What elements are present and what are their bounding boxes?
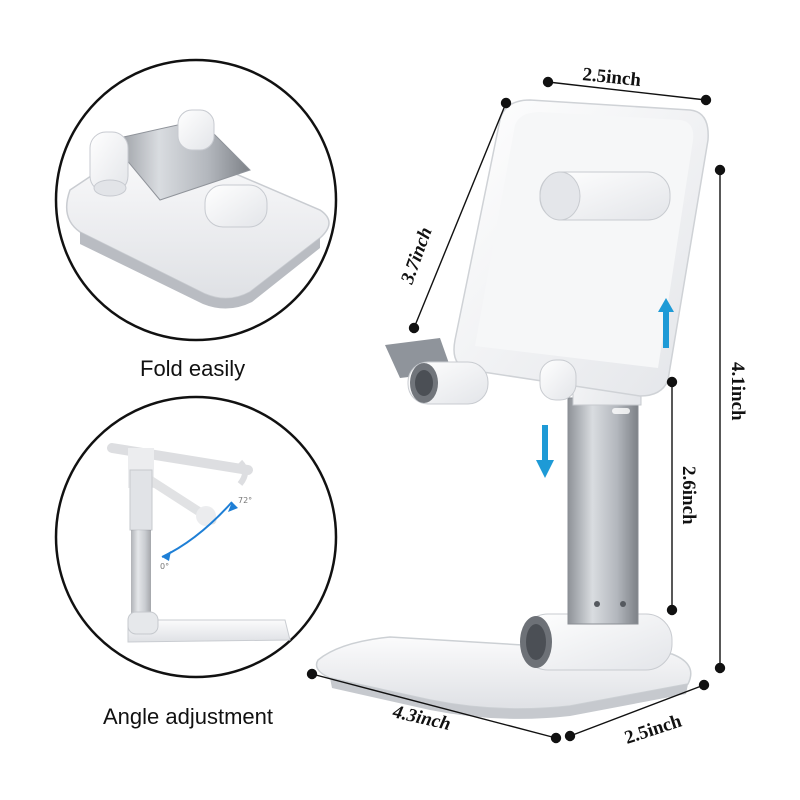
angle-inset: 72° 0°: [54, 395, 338, 679]
angle-max-label: 72°: [238, 496, 252, 505]
stem-height-label: 2.6inch: [678, 466, 699, 525]
dimension-lines: [306, 76, 726, 744]
fold-inset: [54, 58, 338, 342]
base-width-label: 2.5inch: [622, 711, 685, 749]
total-height-label: 4.1inch: [727, 362, 748, 421]
fold-caption: Fold easily: [140, 356, 246, 381]
angle-min-label: 0°: [160, 562, 169, 571]
panel-height-label: 3.7inch: [397, 224, 437, 287]
angle-caption: Angle adjustment: [103, 704, 273, 729]
adjust-arrows: [536, 298, 674, 478]
main-stand: [315, 99, 709, 719]
